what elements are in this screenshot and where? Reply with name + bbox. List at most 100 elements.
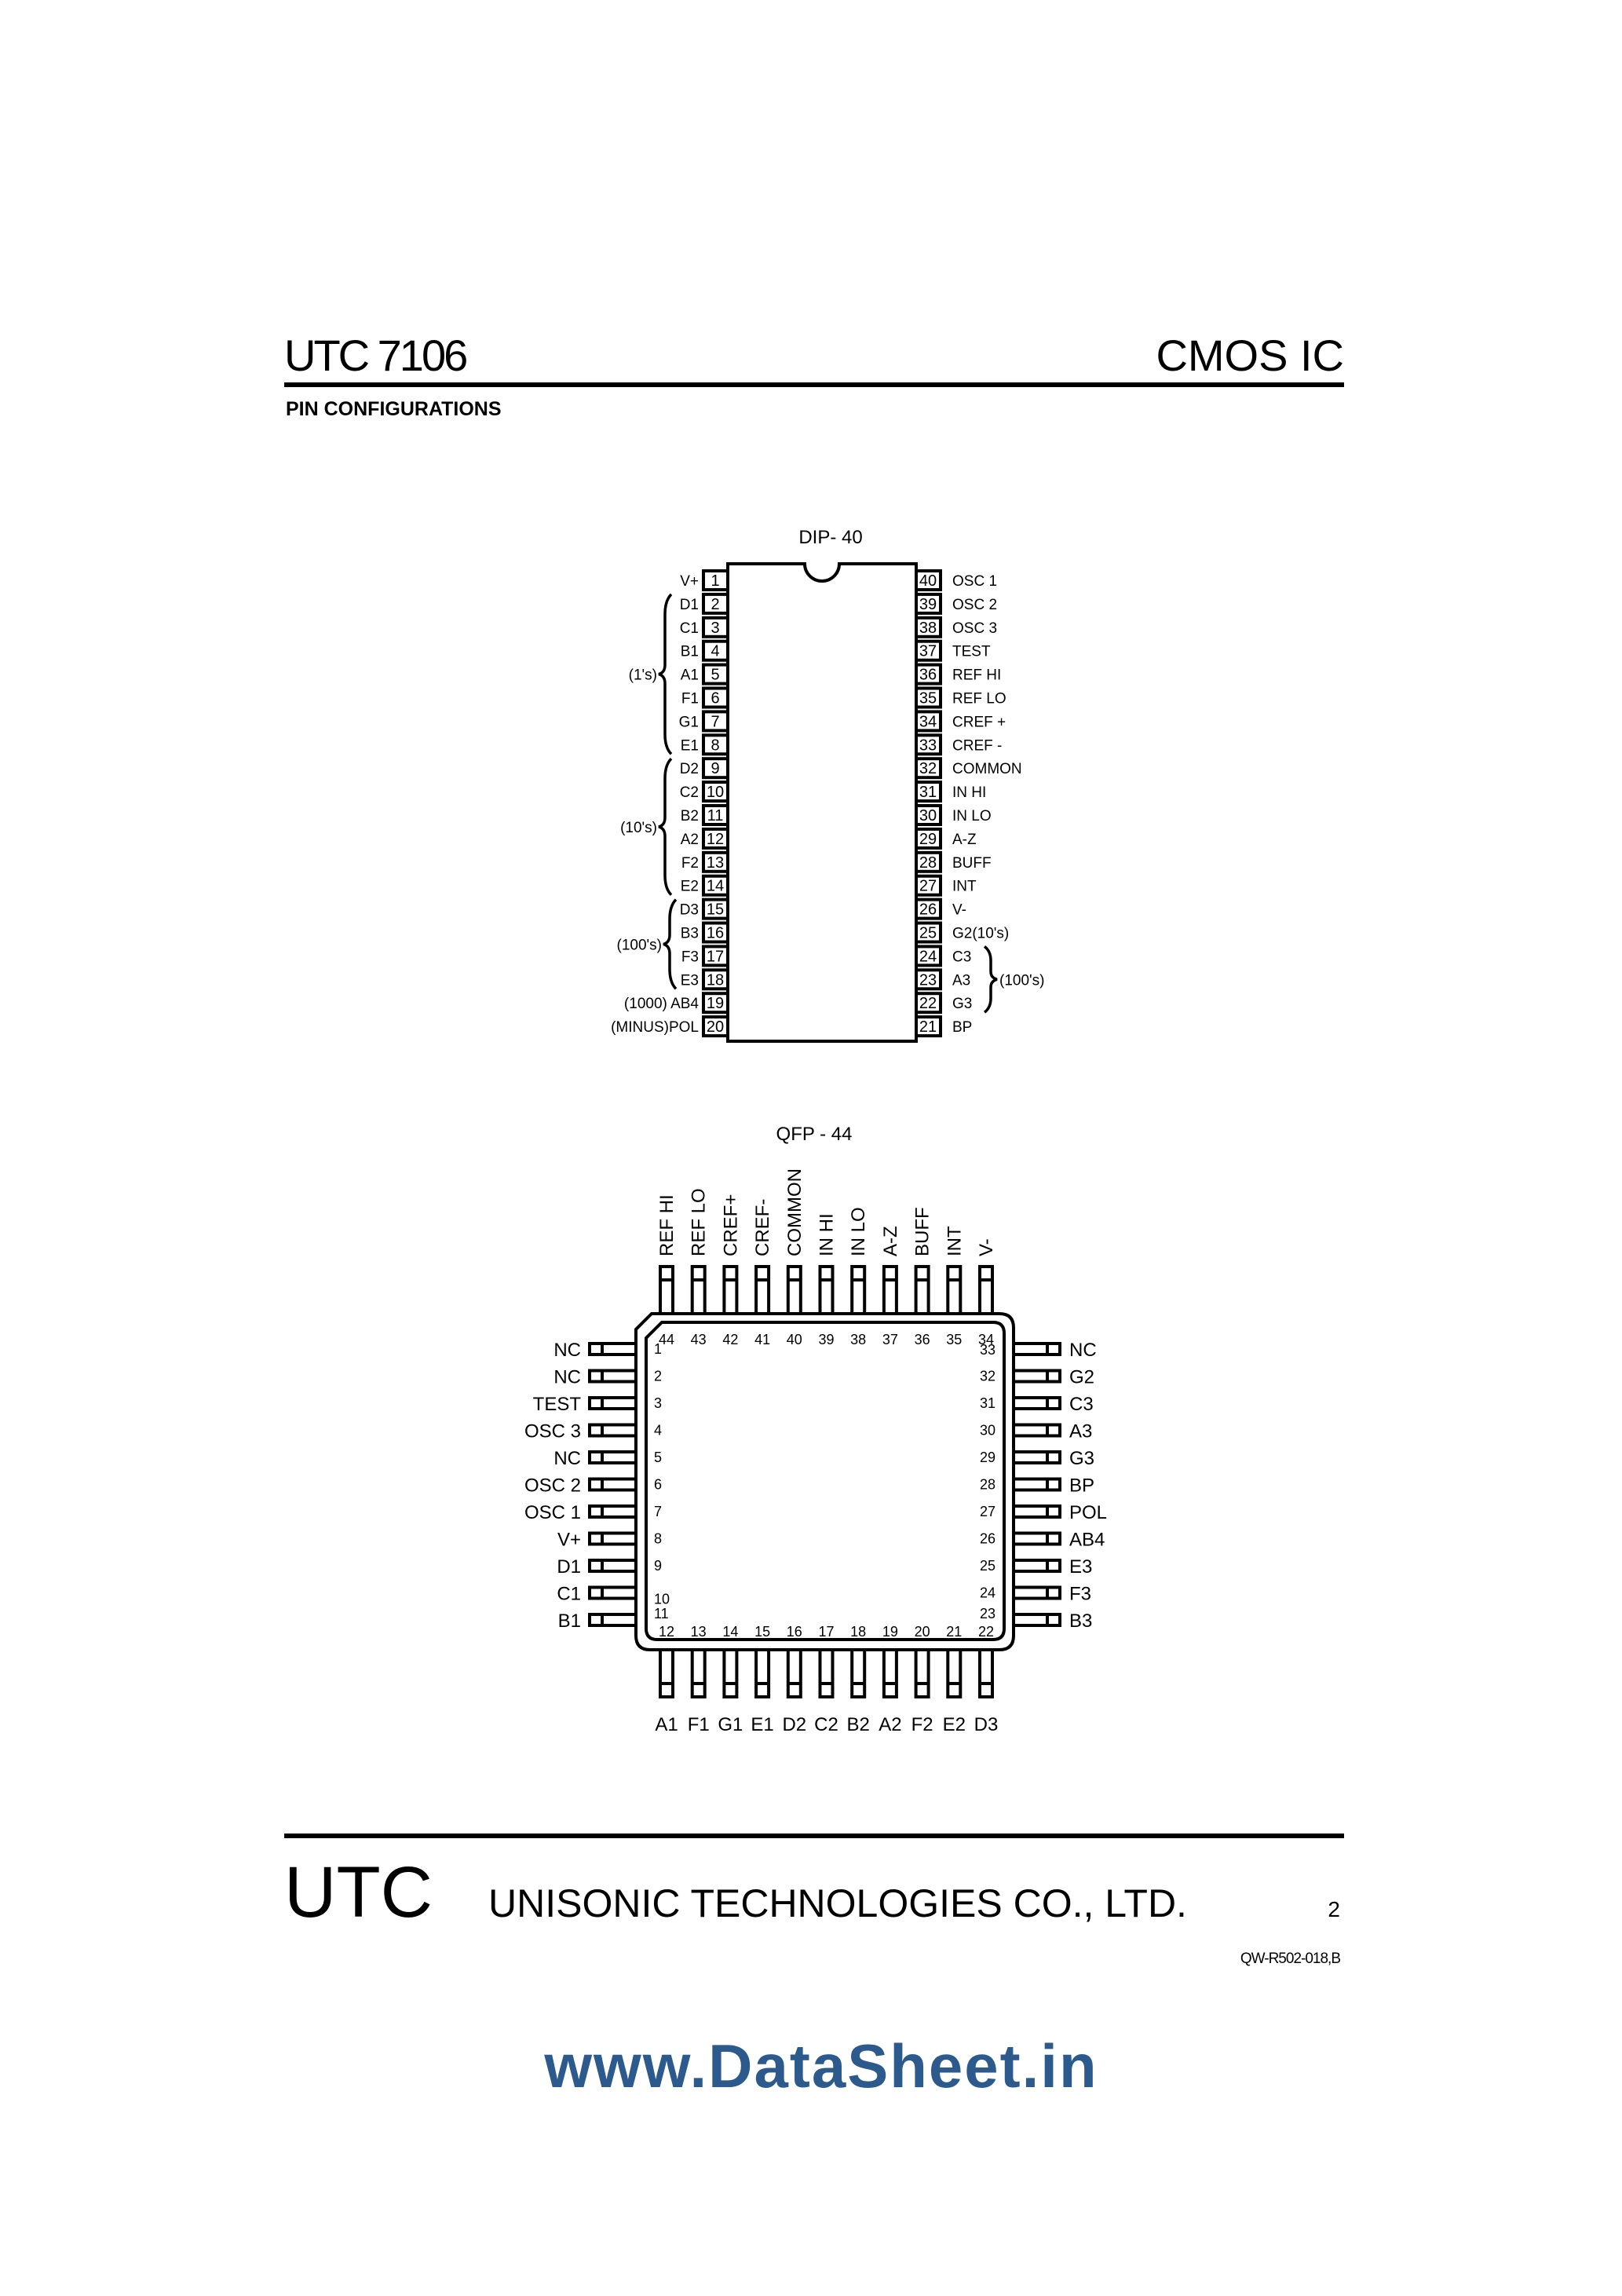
pin-box (915, 616, 942, 638)
footer-logo: UTC (284, 1852, 433, 1932)
pin-lead (1012, 1423, 1061, 1438)
pin-label: (MINUS)POL (611, 1019, 699, 1036)
pin-number: 7 (654, 1504, 662, 1519)
pin-number: 1 (654, 1341, 662, 1357)
pin-box (915, 686, 942, 709)
group-label: (10's) (620, 820, 657, 836)
pin-label: B3 (681, 926, 699, 942)
pin-number: 41 (754, 1332, 770, 1347)
pin-label: V- (976, 1238, 997, 1256)
watermark-link[interactable]: www.DataSheet.in (543, 2031, 1098, 2100)
pin-label: V+ (680, 573, 699, 590)
qfp-pin-34: 34V- (976, 1238, 997, 1347)
pin-label: E1 (751, 1714, 773, 1735)
pin-box (702, 616, 729, 638)
pin-lead (818, 1265, 835, 1315)
pin-lead (1012, 1531, 1061, 1546)
digit-group-0: (1's) (629, 593, 673, 755)
pin-label: F1 (688, 1714, 710, 1735)
pin-lead (588, 1423, 637, 1438)
pin-label: D2 (782, 1714, 806, 1735)
pin-lead (946, 1265, 963, 1315)
dip-pin-2: 2D1 (680, 592, 729, 615)
pin-box (915, 710, 942, 733)
dip-pin-4: 4B1 (681, 639, 729, 662)
pin-lead (690, 1265, 707, 1315)
pin-label: A1 (655, 1714, 678, 1735)
pin-lead (690, 1648, 707, 1698)
pin-label: G3 (952, 996, 972, 1012)
pin-number: 36 (915, 1332, 930, 1347)
pin-number: 6 (654, 1477, 662, 1493)
pin-lead (1012, 1396, 1061, 1410)
pin-lead (850, 1648, 867, 1698)
qfp-pin-2: 2NC (553, 1367, 662, 1388)
dip40-pins: 1V+2D13C14B15A16F17G18E19D210C211B212A21… (611, 569, 1022, 1038)
pin-label: V+ (557, 1530, 581, 1551)
pin-label: NC (553, 1448, 581, 1469)
pin-label: C2 (814, 1714, 838, 1735)
pin-label: TEST (952, 644, 991, 660)
pin-lead (786, 1265, 802, 1315)
pin-label: CREF- (752, 1199, 773, 1256)
pin-lead (588, 1369, 637, 1384)
pin-lead (1012, 1613, 1061, 1627)
pin-number: 14 (707, 878, 724, 895)
pin-label: B1 (558, 1610, 581, 1632)
pin-label: F1 (681, 691, 699, 707)
pin-label: CREF+ (720, 1194, 741, 1256)
pin-box (915, 874, 942, 897)
pin-label: B1 (681, 644, 699, 660)
pin-number: 36 (919, 667, 937, 684)
pin-box (702, 639, 729, 662)
company-name: UNISONIC TECHNOLOGIES CO., LTD. (488, 1881, 1187, 1925)
pin-number: 26 (980, 1531, 995, 1547)
pin-number: 16 (787, 1624, 802, 1640)
document-number: QW-R502-018,B (1240, 1951, 1340, 1967)
pin-label: REF LO (952, 691, 1006, 707)
pin-label: F2 (911, 1714, 933, 1735)
pin-lead (850, 1265, 867, 1315)
pin-label: IN HI (816, 1213, 838, 1256)
qfp-pin-42: 42 CREF+ (720, 1194, 741, 1347)
pin-box (702, 686, 729, 709)
pin-label: REF LO (689, 1188, 710, 1256)
pin-label: A2 (879, 1714, 901, 1735)
pin-number: 42 (722, 1332, 738, 1347)
dip40-diagram: DIP- 40 1V+2D13C14B15A16F17G18E19D210C21… (611, 527, 1044, 1043)
pin-label: E3 (681, 972, 699, 989)
pin-number: 44 (659, 1332, 674, 1347)
pin-number: 31 (980, 1395, 995, 1411)
pin-lead (588, 1396, 637, 1410)
pin-label: C1 (680, 620, 699, 637)
pin-box (915, 1015, 942, 1038)
pin-box (915, 569, 942, 591)
pin-number: 26 (919, 901, 937, 919)
qfp-pin-5: 5NC (553, 1448, 662, 1469)
pin-box (915, 592, 942, 615)
pin-label: B3 (1069, 1610, 1092, 1632)
pin-number: 12 (659, 1624, 674, 1640)
pin-label: INT (944, 1226, 965, 1256)
pin-number: 37 (882, 1332, 898, 1347)
pin-number: 17 (707, 948, 724, 965)
pin-box (702, 1015, 729, 1038)
